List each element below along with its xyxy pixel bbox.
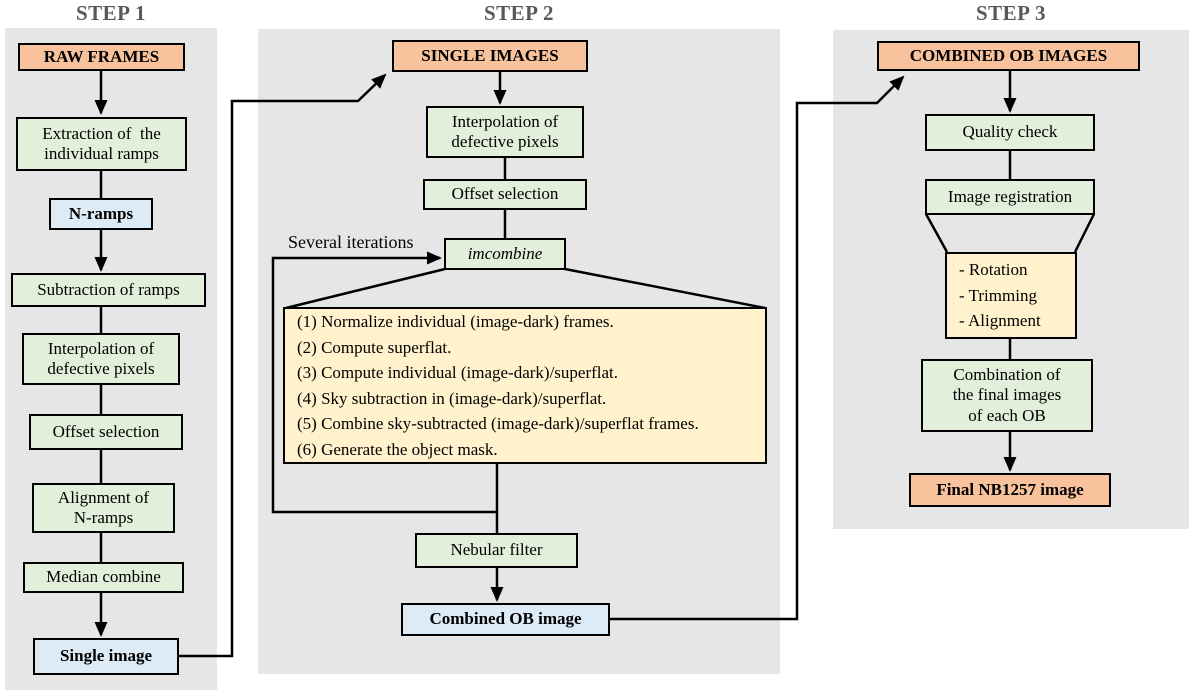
step1-title: STEP 1 (75, 1, 147, 25)
several-iterations-label: Several iterations (288, 232, 414, 252)
alignment-box: Alignment of N-ramps (32, 483, 175, 533)
extraction-box: Extraction of the individual ramps (16, 117, 187, 171)
step3-title: STEP 3 (975, 1, 1047, 25)
registration-operations-box: - Rotation - Trimming - Alignment (945, 252, 1077, 339)
offset-selection2-box: Offset selection (423, 179, 587, 210)
funnel-right-registration (1073, 213, 1096, 253)
quality-check-box: Quality check (925, 114, 1095, 151)
step2-title: STEP 2 (483, 1, 555, 25)
final-image-box: Final NB1257 image (909, 473, 1111, 507)
raw-frames-box: RAW FRAMES (18, 43, 185, 71)
image-registration-box: Image registration (925, 179, 1095, 215)
imcombine-procedure-box: (1) Normalize individual (image-dark) fr… (283, 307, 767, 464)
offset-selection1-box: Offset selection (29, 414, 183, 450)
interpolation2-box: Interpolation of defective pixels (426, 106, 584, 158)
nebular-filter-box: Nebular filter (415, 533, 578, 568)
imcombine-box: imcombine (444, 238, 566, 270)
arrow-iteration-loop (271, 251, 497, 514)
interpolation1-box: Interpolation of defective pixels (22, 333, 180, 385)
funnel-left-imcombine (285, 267, 446, 310)
combination-box: Combination of the final images of each … (921, 359, 1093, 432)
combined-ob-images-box: COMBINED OB IMAGES (877, 41, 1140, 71)
funnel-right-imcombine (564, 267, 766, 310)
single-image-box: Single image (33, 638, 179, 675)
n-ramps-box: N-ramps (49, 198, 153, 230)
arrow-singleimage-to-singleimages (179, 73, 387, 658)
funnel-left-registration (924, 213, 949, 253)
combined-ob-image-box: Combined OB image (401, 603, 610, 636)
median-combine-box: Median combine (23, 562, 184, 593)
subtraction-box: Subtraction of ramps (11, 273, 206, 307)
arrow-combinedob-to-combinedobimages (610, 75, 905, 621)
single-images-box: SINGLE IMAGES (392, 40, 588, 72)
